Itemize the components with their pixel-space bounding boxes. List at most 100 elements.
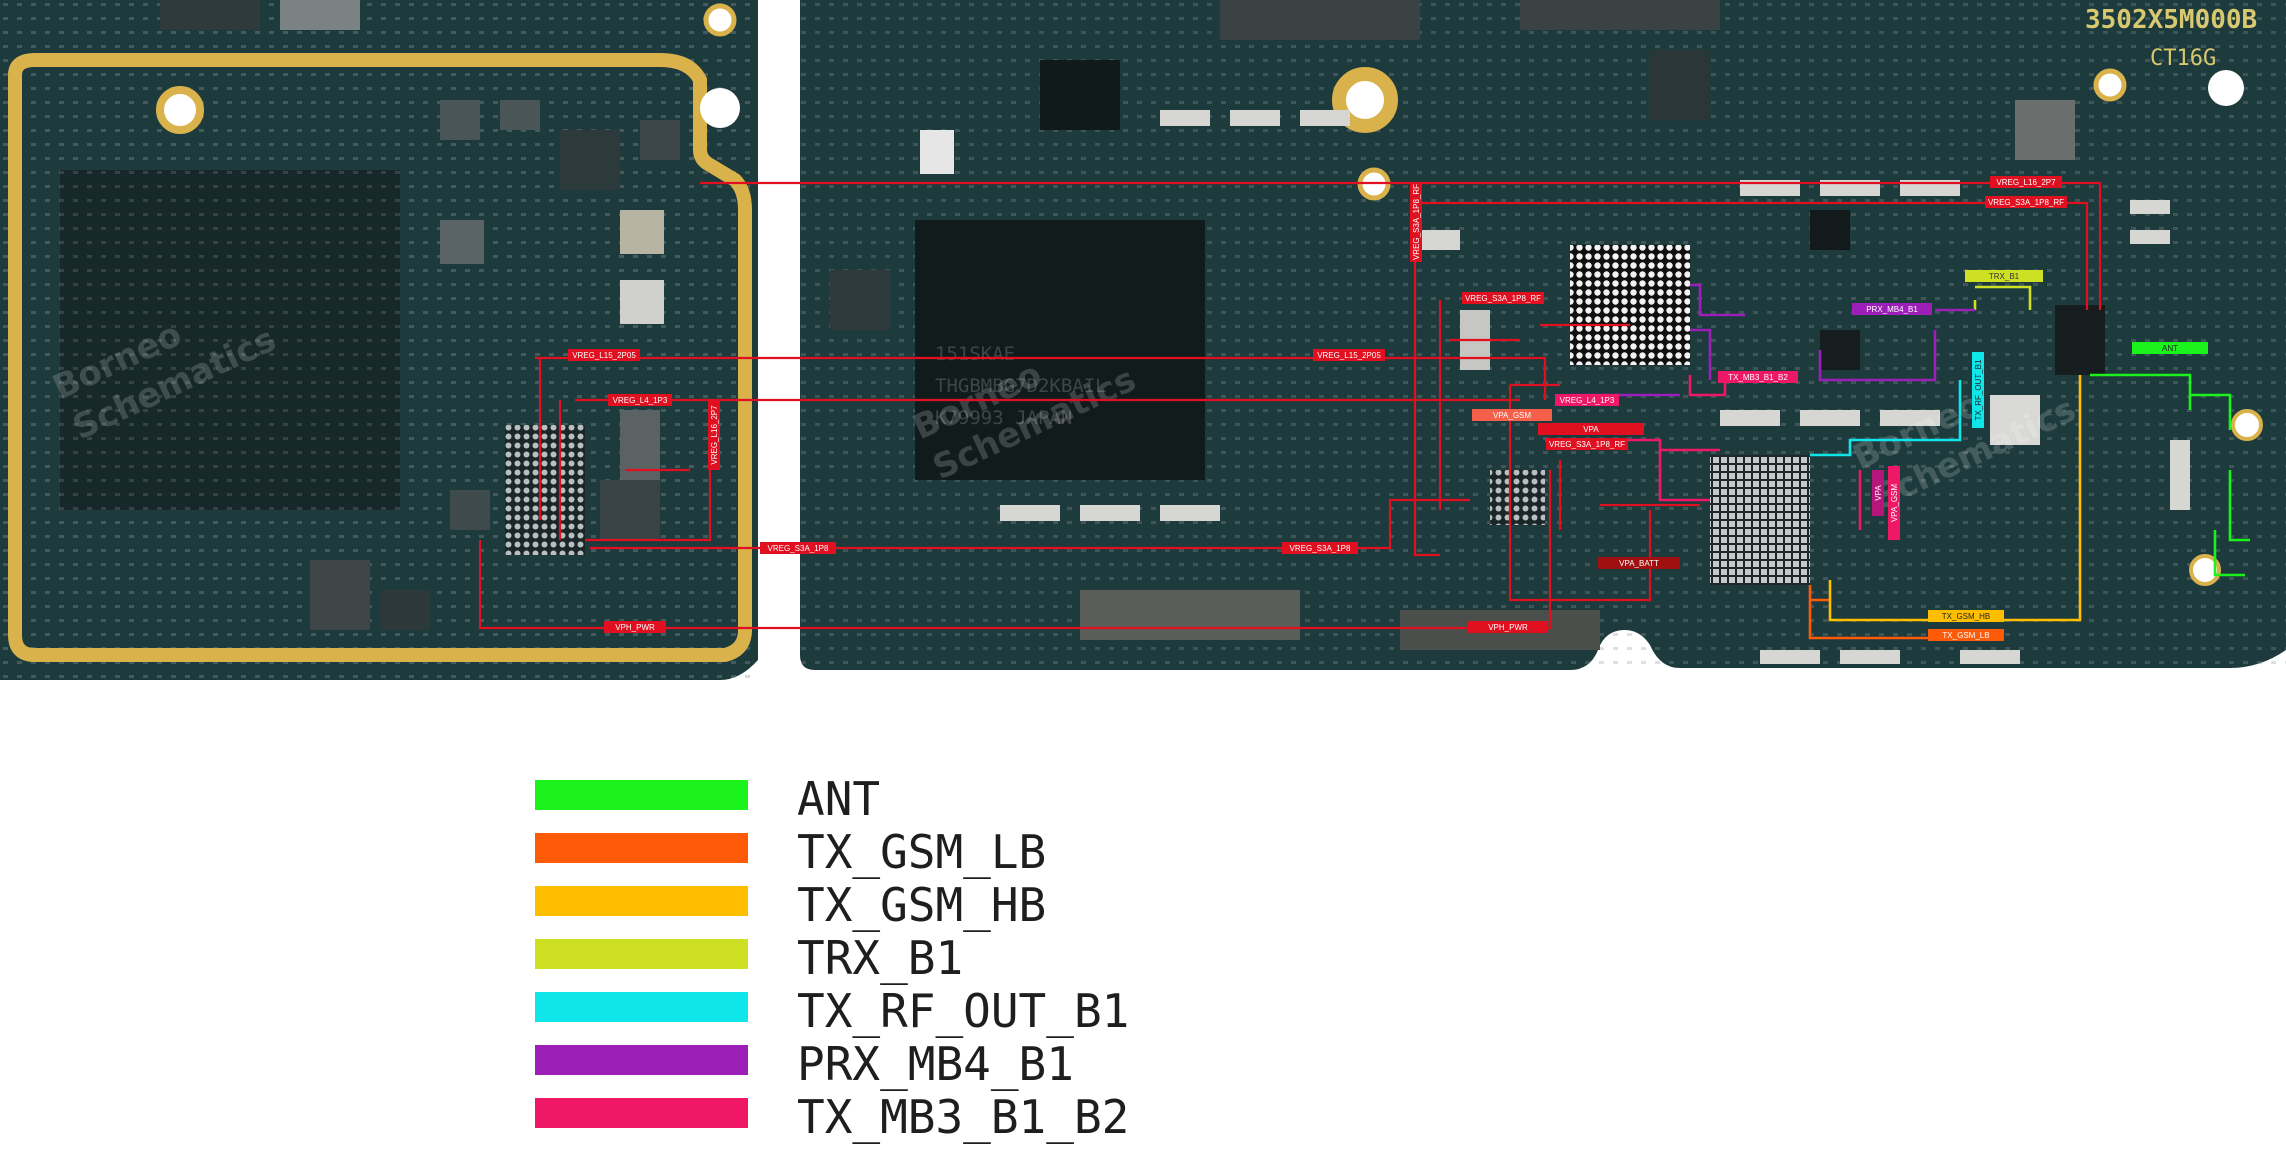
legend-label: TX_MB3_B1_B2 bbox=[797, 1090, 1130, 1144]
legend-label: ANT bbox=[797, 772, 881, 826]
svg-text:TRX_B1: TRX_B1 bbox=[1989, 272, 2020, 281]
legend-item: ANT bbox=[535, 770, 1235, 826]
svg-text:VREG_L15_2P05: VREG_L15_2P05 bbox=[1317, 351, 1381, 360]
svg-text:TX_GSM_HB: TX_GSM_HB bbox=[1942, 612, 1990, 621]
legend-label: PRX_MB4_B1 bbox=[797, 1037, 1074, 1091]
net-label-trx-b1: TRX_B1 bbox=[1965, 270, 2043, 282]
chip-marking-1: 151SKAE bbox=[935, 343, 1015, 365]
svg-text:VPA: VPA bbox=[1583, 425, 1599, 434]
legend-swatch bbox=[535, 939, 748, 969]
legend-item: TRX_B1 bbox=[535, 929, 1235, 985]
net-label-vpa-batt: VPA_BATT bbox=[1598, 557, 1680, 569]
legend-swatch bbox=[535, 992, 748, 1022]
gold-shield-frame bbox=[8, 53, 752, 662]
net-label-vreg-l16-2p7-vertical: VREG_L16_2P7 bbox=[708, 400, 720, 470]
coax-connector-icon bbox=[2231, 409, 2263, 441]
net-label-vreg-s3a-1p8: VREG_S3A_1P8 bbox=[1282, 542, 1358, 554]
transceiver-bga bbox=[1570, 245, 1690, 365]
legend-item: TX_MB3_B1_B2 bbox=[535, 1088, 1235, 1144]
svg-text:VREG_L4_1P3: VREG_L4_1P3 bbox=[613, 396, 668, 405]
net-label-vph-pwr: VPH_PWR bbox=[604, 621, 666, 633]
legend-label: TX_RF_OUT_B1 bbox=[797, 984, 1130, 1038]
svg-text:VPA: VPA bbox=[1874, 485, 1883, 501]
svg-text:VPA_BATT: VPA_BATT bbox=[1619, 559, 1659, 568]
net-trace-trx-b1 bbox=[1973, 285, 2032, 310]
net-label-vreg-s3a-1p8: VREG_S3A_1P8 bbox=[760, 542, 836, 554]
net-label-vreg-l16-2p7: VREG_L16_2P7 bbox=[1990, 176, 2062, 188]
legend-label: TRX_B1 bbox=[797, 931, 964, 985]
svg-text:VREG_S3A_1P8_RF: VREG_S3A_1P8_RF bbox=[1412, 184, 1421, 260]
net-label-ant: ANT bbox=[2132, 342, 2208, 354]
net-trace-tx-gsm-lb bbox=[1808, 585, 1930, 640]
svg-text:VREG_L16_2P7: VREG_L16_2P7 bbox=[710, 405, 719, 465]
pam-bga bbox=[1490, 470, 1545, 525]
net-label-vph-pwr: VPH_PWR bbox=[1468, 621, 1548, 633]
left-board bbox=[0, 0, 758, 680]
chip-marking-3: K79993 JAPAN bbox=[935, 407, 1072, 429]
net-label-vreg-s3a-1p8-rf: VREG_S3A_1P8_RF bbox=[1546, 438, 1628, 450]
svg-text:TX_RF_OUT_B1: TX_RF_OUT_B1 bbox=[1974, 359, 1983, 420]
svg-text:VREG_S3A_1P8: VREG_S3A_1P8 bbox=[768, 544, 829, 553]
net-trace-ant bbox=[2090, 373, 2250, 577]
net-label-vpa-gsm-vertical: VPA_GSM bbox=[1888, 466, 1900, 540]
net-label-vreg-l4-1p3: VREG_L4_1P3 bbox=[608, 394, 672, 406]
net-label-vreg-l15-2p05: VREG_L15_2P05 bbox=[1313, 349, 1385, 361]
net-trace-tx-mb3-b1-b2 bbox=[1545, 375, 1862, 530]
net-trace-tx-rf-out-b1 bbox=[1810, 380, 1962, 457]
svg-text:VREG_S3A_1P8_RF: VREG_S3A_1P8_RF bbox=[1988, 198, 2064, 207]
mount-hole-icon bbox=[1332, 67, 1398, 133]
svg-text:TX_GSM_LB: TX_GSM_LB bbox=[1942, 631, 1989, 640]
net-trace-prx-mb4-b1 bbox=[1570, 283, 1975, 397]
coax-connector-icon bbox=[2189, 554, 2221, 586]
svg-text:VREG_L16_2P7: VREG_L16_2P7 bbox=[1996, 178, 2056, 187]
net-label-prx-mb4-b1: PRX_MB4_B1 bbox=[1852, 303, 1932, 315]
net-label-vreg-l15-2p05: VREG_L15_2P05 bbox=[568, 349, 640, 361]
legend-swatch bbox=[535, 1045, 748, 1075]
svg-text:VPH_PWR: VPH_PWR bbox=[615, 623, 655, 632]
net-label-tx-gsm-hb: TX_GSM_HB bbox=[1928, 610, 2004, 622]
svg-text:VREG_L4_1P3: VREG_L4_1P3 bbox=[1560, 396, 1615, 405]
legend-swatch bbox=[535, 780, 748, 810]
legend-item: PRX_MB4_B1 bbox=[535, 1035, 1235, 1091]
chip-marking-2: THGBMBG7D2KBAIL bbox=[935, 375, 1107, 397]
net-label-vreg-l4-1p3: VREG_L4_1P3 bbox=[1555, 394, 1619, 406]
net-labels: VREG_L16_2P7 VREG_S3A_1P8_RF VREG_S3A_1P… bbox=[568, 176, 2208, 641]
legend-item: TX_GSM_HB bbox=[535, 876, 1235, 932]
pa-module-chip bbox=[1710, 455, 1810, 585]
mount-hole-icon bbox=[156, 86, 204, 134]
svg-text:VREG_S3A_1P8_RF: VREG_S3A_1P8_RF bbox=[1549, 440, 1625, 449]
svg-text:PRX_MB4_B1: PRX_MB4_B1 bbox=[1866, 305, 1918, 314]
supply-traces bbox=[478, 181, 2102, 630]
svg-text:VREG_S3A_1P8_RF: VREG_S3A_1P8_RF bbox=[1465, 294, 1541, 303]
net-label-vpa-gsm: VPA_GSM bbox=[1472, 409, 1552, 421]
board-connector bbox=[1080, 590, 1300, 640]
net-label-vpa: VPA bbox=[1538, 423, 1644, 435]
legend-swatch bbox=[535, 833, 748, 863]
svg-text:VREG_S3A_1P8: VREG_S3A_1P8 bbox=[1290, 544, 1351, 553]
svg-text:ANT: ANT bbox=[2162, 344, 2178, 353]
net-label-vpa-vertical: VPA bbox=[1872, 470, 1884, 516]
svg-text:TX_MB3_B1_B2: TX_MB3_B1_B2 bbox=[1728, 373, 1788, 382]
legend-item: TX_RF_OUT_B1 bbox=[535, 982, 1235, 1038]
svg-text:VREG_L15_2P05: VREG_L15_2P05 bbox=[572, 351, 636, 360]
legend-item: TX_GSM_LB bbox=[535, 823, 1235, 879]
net-label-vreg-s3a-1p8-rf: VREG_S3A_1P8_RF bbox=[1985, 196, 2067, 208]
svg-text:VPA_GSM: VPA_GSM bbox=[1890, 484, 1899, 522]
svg-text:VPA_GSM: VPA_GSM bbox=[1493, 411, 1531, 420]
legend-swatch bbox=[535, 1098, 748, 1128]
legend-swatch bbox=[535, 886, 748, 916]
silkscreen-sub: CT16G bbox=[2150, 46, 2216, 71]
silkscreen-code: 3502X5M000B bbox=[2085, 5, 2257, 35]
legend-label: TX_GSM_LB bbox=[797, 825, 1047, 879]
emmc-chip bbox=[915, 220, 1205, 480]
pmic-bga bbox=[505, 425, 585, 555]
net-label-tx-gsm-lb: TX_GSM_LB bbox=[1928, 629, 2004, 641]
pcb-board-diagram: 3502X5M000B CT16G 151SKAE THGBMBG7D2KBAI… bbox=[0, 0, 2286, 680]
right-board bbox=[800, 0, 2286, 670]
net-label-tx-mb3-b1-b2: TX_MB3_B1_B2 bbox=[1718, 371, 1798, 383]
net-label-vreg-s3a-1p8-rf-vertical: VREG_S3A_1P8_RF bbox=[1410, 182, 1422, 262]
net-label-vreg-s3a-1p8-rf: VREG_S3A_1P8_RF bbox=[1462, 292, 1544, 304]
switch-chip bbox=[2055, 305, 2105, 375]
legend-label: TX_GSM_HB bbox=[797, 878, 1047, 932]
net-label-tx-rf-out-b1-vertical: TX_RF_OUT_B1 bbox=[1972, 352, 1984, 428]
